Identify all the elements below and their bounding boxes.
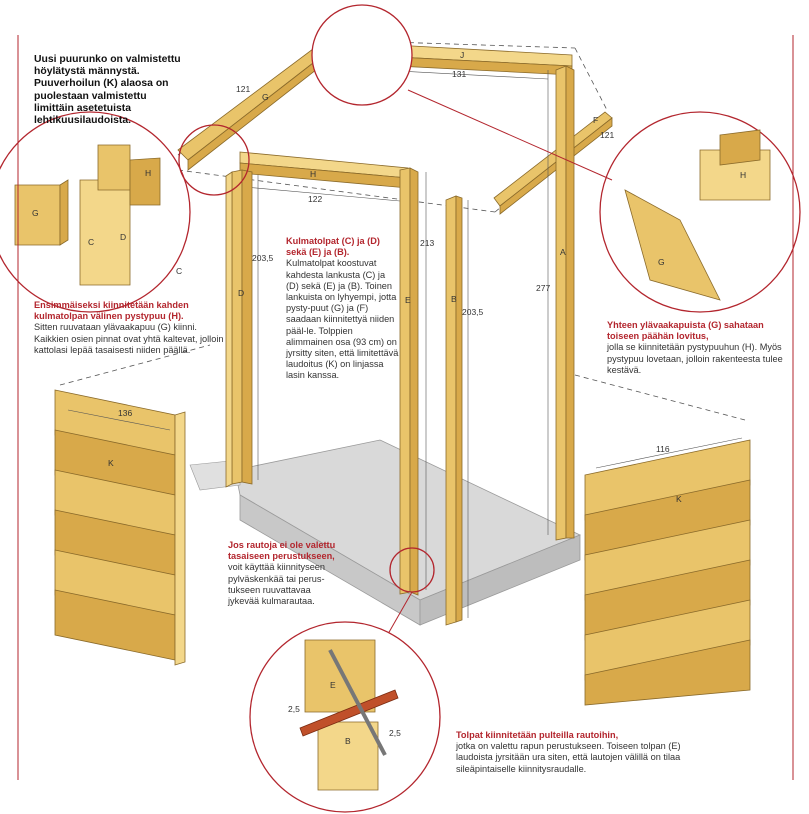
note-first-title: Ensimmäiseksi kiinnitetään kahden kulmat… xyxy=(34,300,189,322)
post-e xyxy=(399,167,419,596)
label-j-beam: J xyxy=(460,50,464,60)
detail-label-h-right: H xyxy=(740,170,746,180)
label-f-beam: F xyxy=(593,115,598,125)
dim-f-top: 121 xyxy=(600,130,614,140)
post-a xyxy=(555,65,575,541)
note-foundation-title: Jos rautoja ei ole valettu tasaiseen per… xyxy=(228,540,336,562)
dim-d-height: 203,5 xyxy=(252,253,274,263)
note-bolts: Tolpat kiinnitetään pulteilla rautoihin,… xyxy=(456,730,696,775)
dim-gap-left: 2,5 xyxy=(288,704,300,714)
label-k-right: K xyxy=(676,494,682,504)
detail-label-g-right: G xyxy=(658,257,665,267)
note-bolts-body: jotka on valettu rapun perustukseen. Toi… xyxy=(456,741,681,774)
label-g-beam: G xyxy=(262,92,269,102)
label-a-post: A xyxy=(560,247,566,257)
detail-circle-bottom xyxy=(249,621,441,813)
siding-k-right xyxy=(584,439,751,706)
dim-k-left: 136 xyxy=(118,408,132,418)
dim-a-height: 277 xyxy=(536,283,550,293)
detail-circle-right xyxy=(599,111,801,313)
note-foundation-body: voit käyttää kiinnityseen pylväskenkää t… xyxy=(228,562,326,607)
detail-label-d: D xyxy=(120,232,126,242)
detail-circle-top xyxy=(311,4,413,106)
dim-b-height: 203,5 xyxy=(462,307,484,317)
detail-label-h: H xyxy=(145,168,151,178)
note-bolts-title: Tolpat kiinnitetään pulteilla rautoihin, xyxy=(456,730,619,740)
detail-circle-left xyxy=(0,111,191,313)
label-c-post: C xyxy=(176,266,182,276)
note-joint: Yhteen ylävaakapuista (G) sahataan toise… xyxy=(607,320,797,376)
dim-gap-right: 2,5 xyxy=(389,728,401,738)
intro-text: Uusi puurunko on valmistettu höylätystä … xyxy=(34,54,181,127)
label-d-post: D xyxy=(238,288,244,298)
note-foundation: Jos rautoja ei ole valettu tasaiseen per… xyxy=(228,540,338,607)
note-corner-title: Kulmatolpat (C) ja (D) sekä (E) ja (B). xyxy=(286,236,380,258)
note-first-step: Ensimmäiseksi kiinnitetään kahden kulmat… xyxy=(34,300,224,356)
siding-k-left xyxy=(54,389,186,666)
note-joint-title: Yhteen ylävaakapuista (G) sahataan toise… xyxy=(607,320,764,342)
dim-g-top: 121 xyxy=(236,84,250,94)
label-b-post: B xyxy=(451,294,457,304)
dim-h-width: 122 xyxy=(308,194,322,204)
detail-label-b: B xyxy=(345,736,351,746)
detail-label-c: C xyxy=(88,237,94,247)
detail-label-g: G xyxy=(32,208,39,218)
note-corner-body: Kulmatolpat koostuvat kahdesta lankusta … xyxy=(286,258,399,381)
dim-j-top: 131 xyxy=(452,69,466,79)
note-joint-body: jolla se kiinnitetään pystypuuhun (H). M… xyxy=(607,342,783,375)
label-k-left: K xyxy=(108,458,114,468)
post-b xyxy=(445,195,463,626)
label-e-post: E xyxy=(405,295,411,305)
detail-label-e: E xyxy=(330,680,336,690)
label-h-beam: H xyxy=(310,169,316,179)
dim-e-height: 213 xyxy=(420,238,434,248)
dim-k-right: 116 xyxy=(656,444,670,454)
beam-h xyxy=(239,151,409,189)
note-first-body: Sitten ruuvataan ylävaakapuu (G) kiinni.… xyxy=(34,322,224,355)
beam-f xyxy=(493,111,613,215)
note-corner-posts: Kulmatolpat (C) ja (D) sekä (E) ja (B). … xyxy=(286,236,400,382)
post-cd xyxy=(225,169,253,488)
beam-g xyxy=(177,39,336,171)
